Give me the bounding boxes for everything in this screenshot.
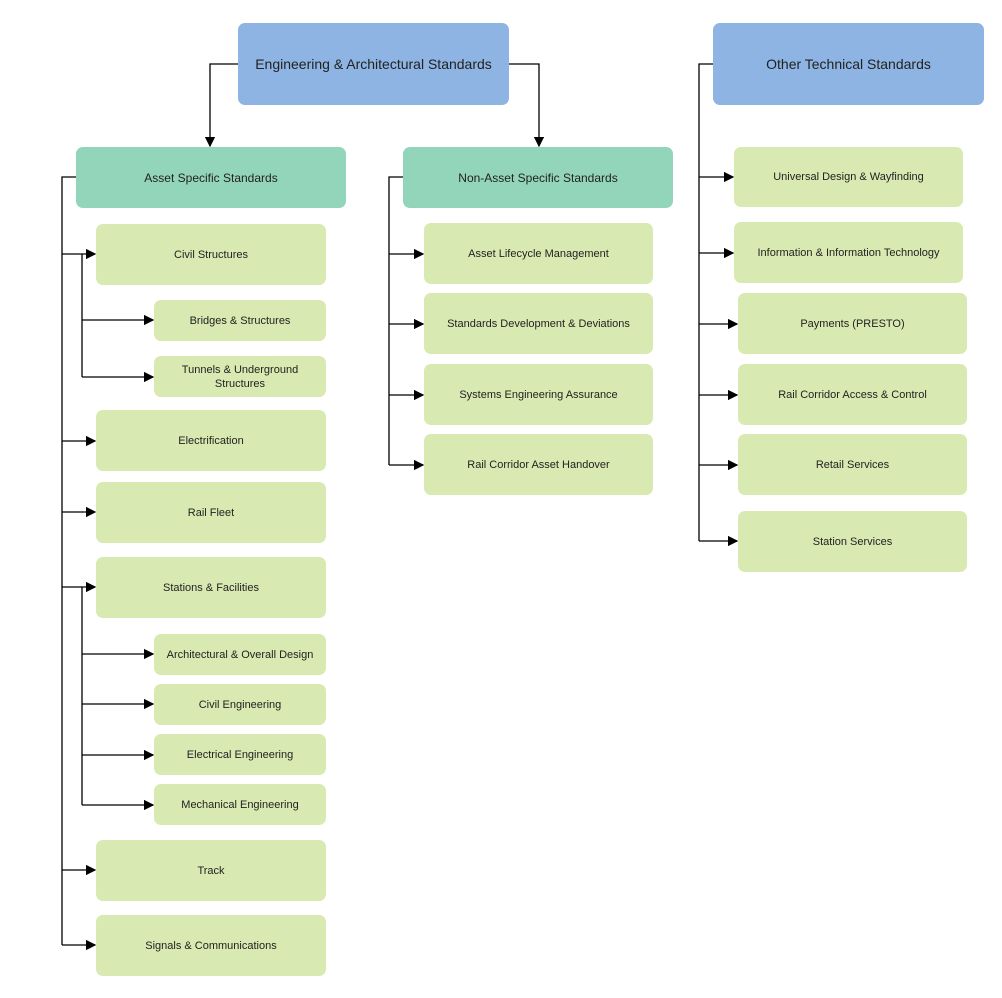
node-stations-facilities: Stations & Facilities <box>96 557 326 618</box>
node-non-asset-item: Systems Engineering Assurance <box>424 364 653 425</box>
node-rail-fleet: Rail Fleet <box>96 482 326 543</box>
node-other-item: Rail Corridor Access & Control <box>738 364 967 425</box>
node-tunnels: Tunnels & Underground Structures <box>154 356 326 397</box>
node-track: Track <box>96 840 326 901</box>
node-other-item: Retail Services <box>738 434 967 495</box>
node-civil-structures: Civil Structures <box>96 224 326 285</box>
node-mechanical-engineering: Mechanical Engineering <box>154 784 326 825</box>
node-signals: Signals & Communications <box>96 915 326 976</box>
node-electrical-engineering: Electrical Engineering <box>154 734 326 775</box>
node-other-item: Information & Information Technology <box>734 222 963 283</box>
node-other-item: Station Services <box>738 511 967 572</box>
node-engineering-architectural: Engineering & Architectural Standards <box>238 23 509 105</box>
node-asset-specific: Asset Specific Standards <box>76 147 346 208</box>
node-electrification: Electrification <box>96 410 326 471</box>
node-non-asset-item: Standards Development & Deviations <box>424 293 653 354</box>
node-other-technical: Other Technical Standards <box>713 23 984 105</box>
node-civil-engineering: Civil Engineering <box>154 684 326 725</box>
node-other-item: Payments (PRESTO) <box>738 293 967 354</box>
node-non-asset-item: Rail Corridor Asset Handover <box>424 434 653 495</box>
node-other-item: Universal Design & Wayfinding <box>734 147 963 207</box>
node-bridges: Bridges & Structures <box>154 300 326 341</box>
node-non-asset-item: Asset Lifecycle Management <box>424 223 653 284</box>
node-architectural: Architectural & Overall Design <box>154 634 326 675</box>
node-non-asset-specific: Non-Asset Specific Standards <box>403 147 673 208</box>
